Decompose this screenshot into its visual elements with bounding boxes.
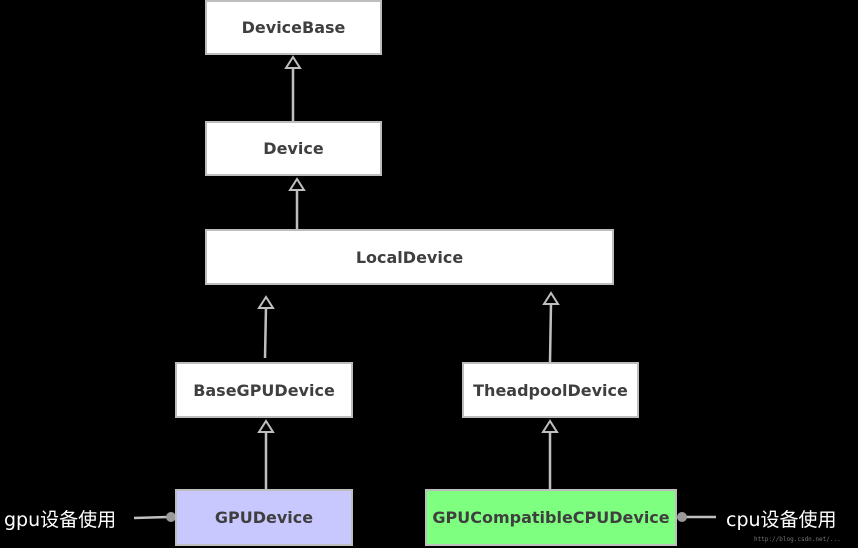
arrowhead-basegpu	[257, 419, 275, 433]
node-gpudevice-label: GPUDevice	[214, 508, 314, 527]
connector-dot-cpu	[677, 512, 687, 522]
node-gpucompatiblecpudevice-label: GPUCompatibleCPUDevice	[432, 508, 670, 527]
arrowhead-localdevice-left	[257, 295, 275, 309]
connector-dot-gpu	[166, 512, 176, 522]
node-device: Device	[205, 121, 382, 176]
edge-threadpool-to-localdevice	[548, 302, 553, 363]
node-localdevice: LocalDevice	[205, 229, 614, 285]
node-devicebase-label: DeviceBase	[241, 18, 346, 37]
node-gpudevice: GPUDevice	[175, 489, 353, 546]
connector-gpu-annotation	[133, 515, 169, 520]
arrowhead-devicebase	[284, 55, 302, 69]
annotation-gpu-usage: gpu设备使用	[4, 509, 117, 531]
node-threadpooldevice-label: TheadpoolDevice	[473, 380, 628, 400]
node-threadpooldevice: TheadpoolDevice	[462, 362, 639, 418]
node-basegpudevice: BaseGPUDevice	[175, 362, 353, 418]
node-devicebase: DeviceBase	[205, 0, 382, 55]
node-gpucompatiblecpudevice: GPUCompatibleCPUDevice	[425, 489, 677, 546]
annotation-cpu-usage: cpu设备使用	[726, 509, 837, 531]
node-basegpudevice-label: BaseGPUDevice	[193, 380, 335, 400]
arrowhead-localdevice-right	[542, 291, 560, 305]
edge-basegpu-to-localdevice	[263, 306, 268, 359]
arrowhead-threadpool	[541, 419, 559, 433]
arrowhead-device	[288, 177, 306, 191]
node-localdevice-label: LocalDevice	[355, 247, 464, 267]
watermark: http://blog.csdn.net/...	[754, 536, 841, 543]
node-device-label: Device	[263, 139, 324, 158]
